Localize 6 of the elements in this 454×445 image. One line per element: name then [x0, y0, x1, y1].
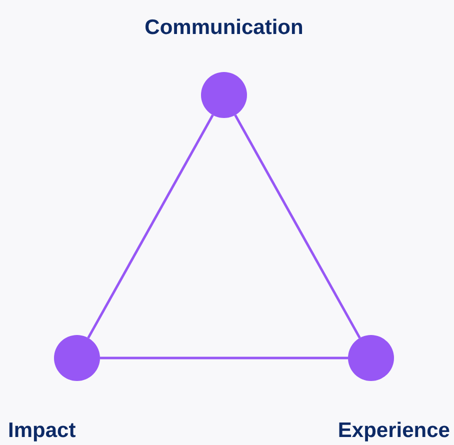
node-label: Communication	[144, 16, 304, 40]
node-label: Experience	[338, 419, 450, 443]
connector-line	[100, 356, 348, 360]
node-label: Impact	[8, 419, 76, 443]
connector-line	[234, 114, 361, 339]
connector-line	[87, 114, 214, 339]
